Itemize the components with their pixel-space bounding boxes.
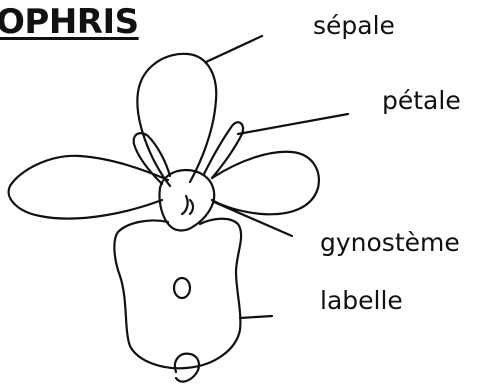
label-labelle: labelle bbox=[320, 287, 403, 315]
label-petale: pétale bbox=[382, 87, 461, 115]
leader-labelle bbox=[240, 316, 272, 318]
leader-sepale bbox=[206, 36, 262, 62]
right-sepal bbox=[212, 152, 319, 215]
label-gynosteme: gynostème bbox=[320, 229, 460, 257]
labelle-lip bbox=[114, 219, 241, 369]
left-sepal bbox=[9, 156, 168, 219]
gynosteme-detail bbox=[182, 196, 193, 214]
leader-petale bbox=[238, 114, 348, 134]
labelle-spot bbox=[174, 278, 190, 298]
dorsal-sepal bbox=[137, 54, 216, 186]
label-sepale: sépale bbox=[313, 12, 395, 40]
